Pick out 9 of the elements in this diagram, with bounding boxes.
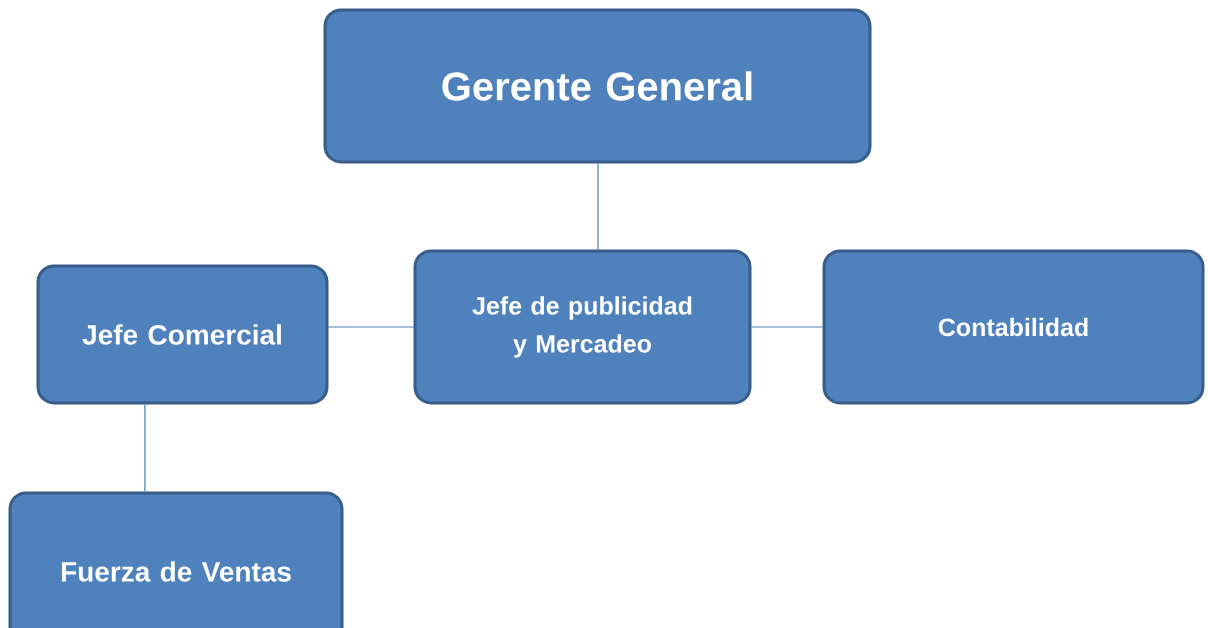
- connector-line: [144, 403, 146, 493]
- connector-line: [327, 326, 415, 328]
- org-box: Fuerza de Ventas: [8, 491, 344, 628]
- connector-line: [750, 326, 824, 328]
- org-box: Contabilidad: [822, 249, 1205, 405]
- org-box: Jefe Comercial: [36, 264, 329, 405]
- org-box: Jefe de publicidad y Mercadeo: [413, 249, 752, 405]
- org-box: Gerente General: [323, 8, 872, 164]
- connector-line: [597, 162, 599, 251]
